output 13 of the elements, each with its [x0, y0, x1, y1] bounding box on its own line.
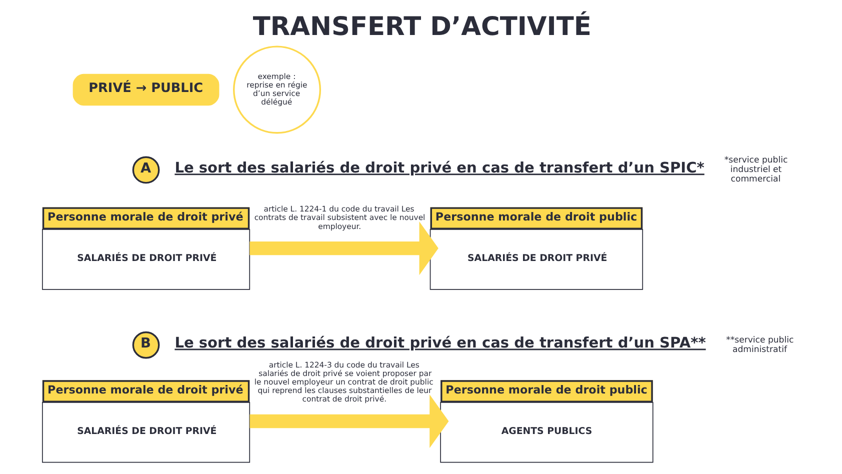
node-box: PRIVÉ → PUBLIC [72, 74, 219, 106]
node-circle: A [132, 156, 160, 184]
arrow [249, 394, 448, 448]
node-label: Le sort des salariés de droit privé en cas de transfert d’un SPIC* [174, 160, 704, 177]
diagram-title: TRANSFERT D’ACTIVITÉ [252, 12, 591, 42]
edge-label: article L. 1224-3 du code du travail Les salariés de droit privé se voient proposer par le nouvel employeur un contrat de droit public qui reprend les clauses substantielles de leur contrat de droit privé. [254, 360, 433, 404]
label: **service public administratif [726, 335, 794, 355]
edge-label: article L. 1224-1 du code du travail Les contrats de travail subsistent avec le nouvel employeur. [254, 204, 425, 231]
label: *service public industriel et commercial [724, 156, 788, 185]
arrow [249, 222, 438, 276]
node-circle: B [132, 331, 160, 359]
node-label: Le sort des salariés de droit privé en cas de transfert d’un SPA** [174, 334, 706, 352]
node-circle: exemple : reprise en régie d’un service délégué [232, 46, 321, 134]
